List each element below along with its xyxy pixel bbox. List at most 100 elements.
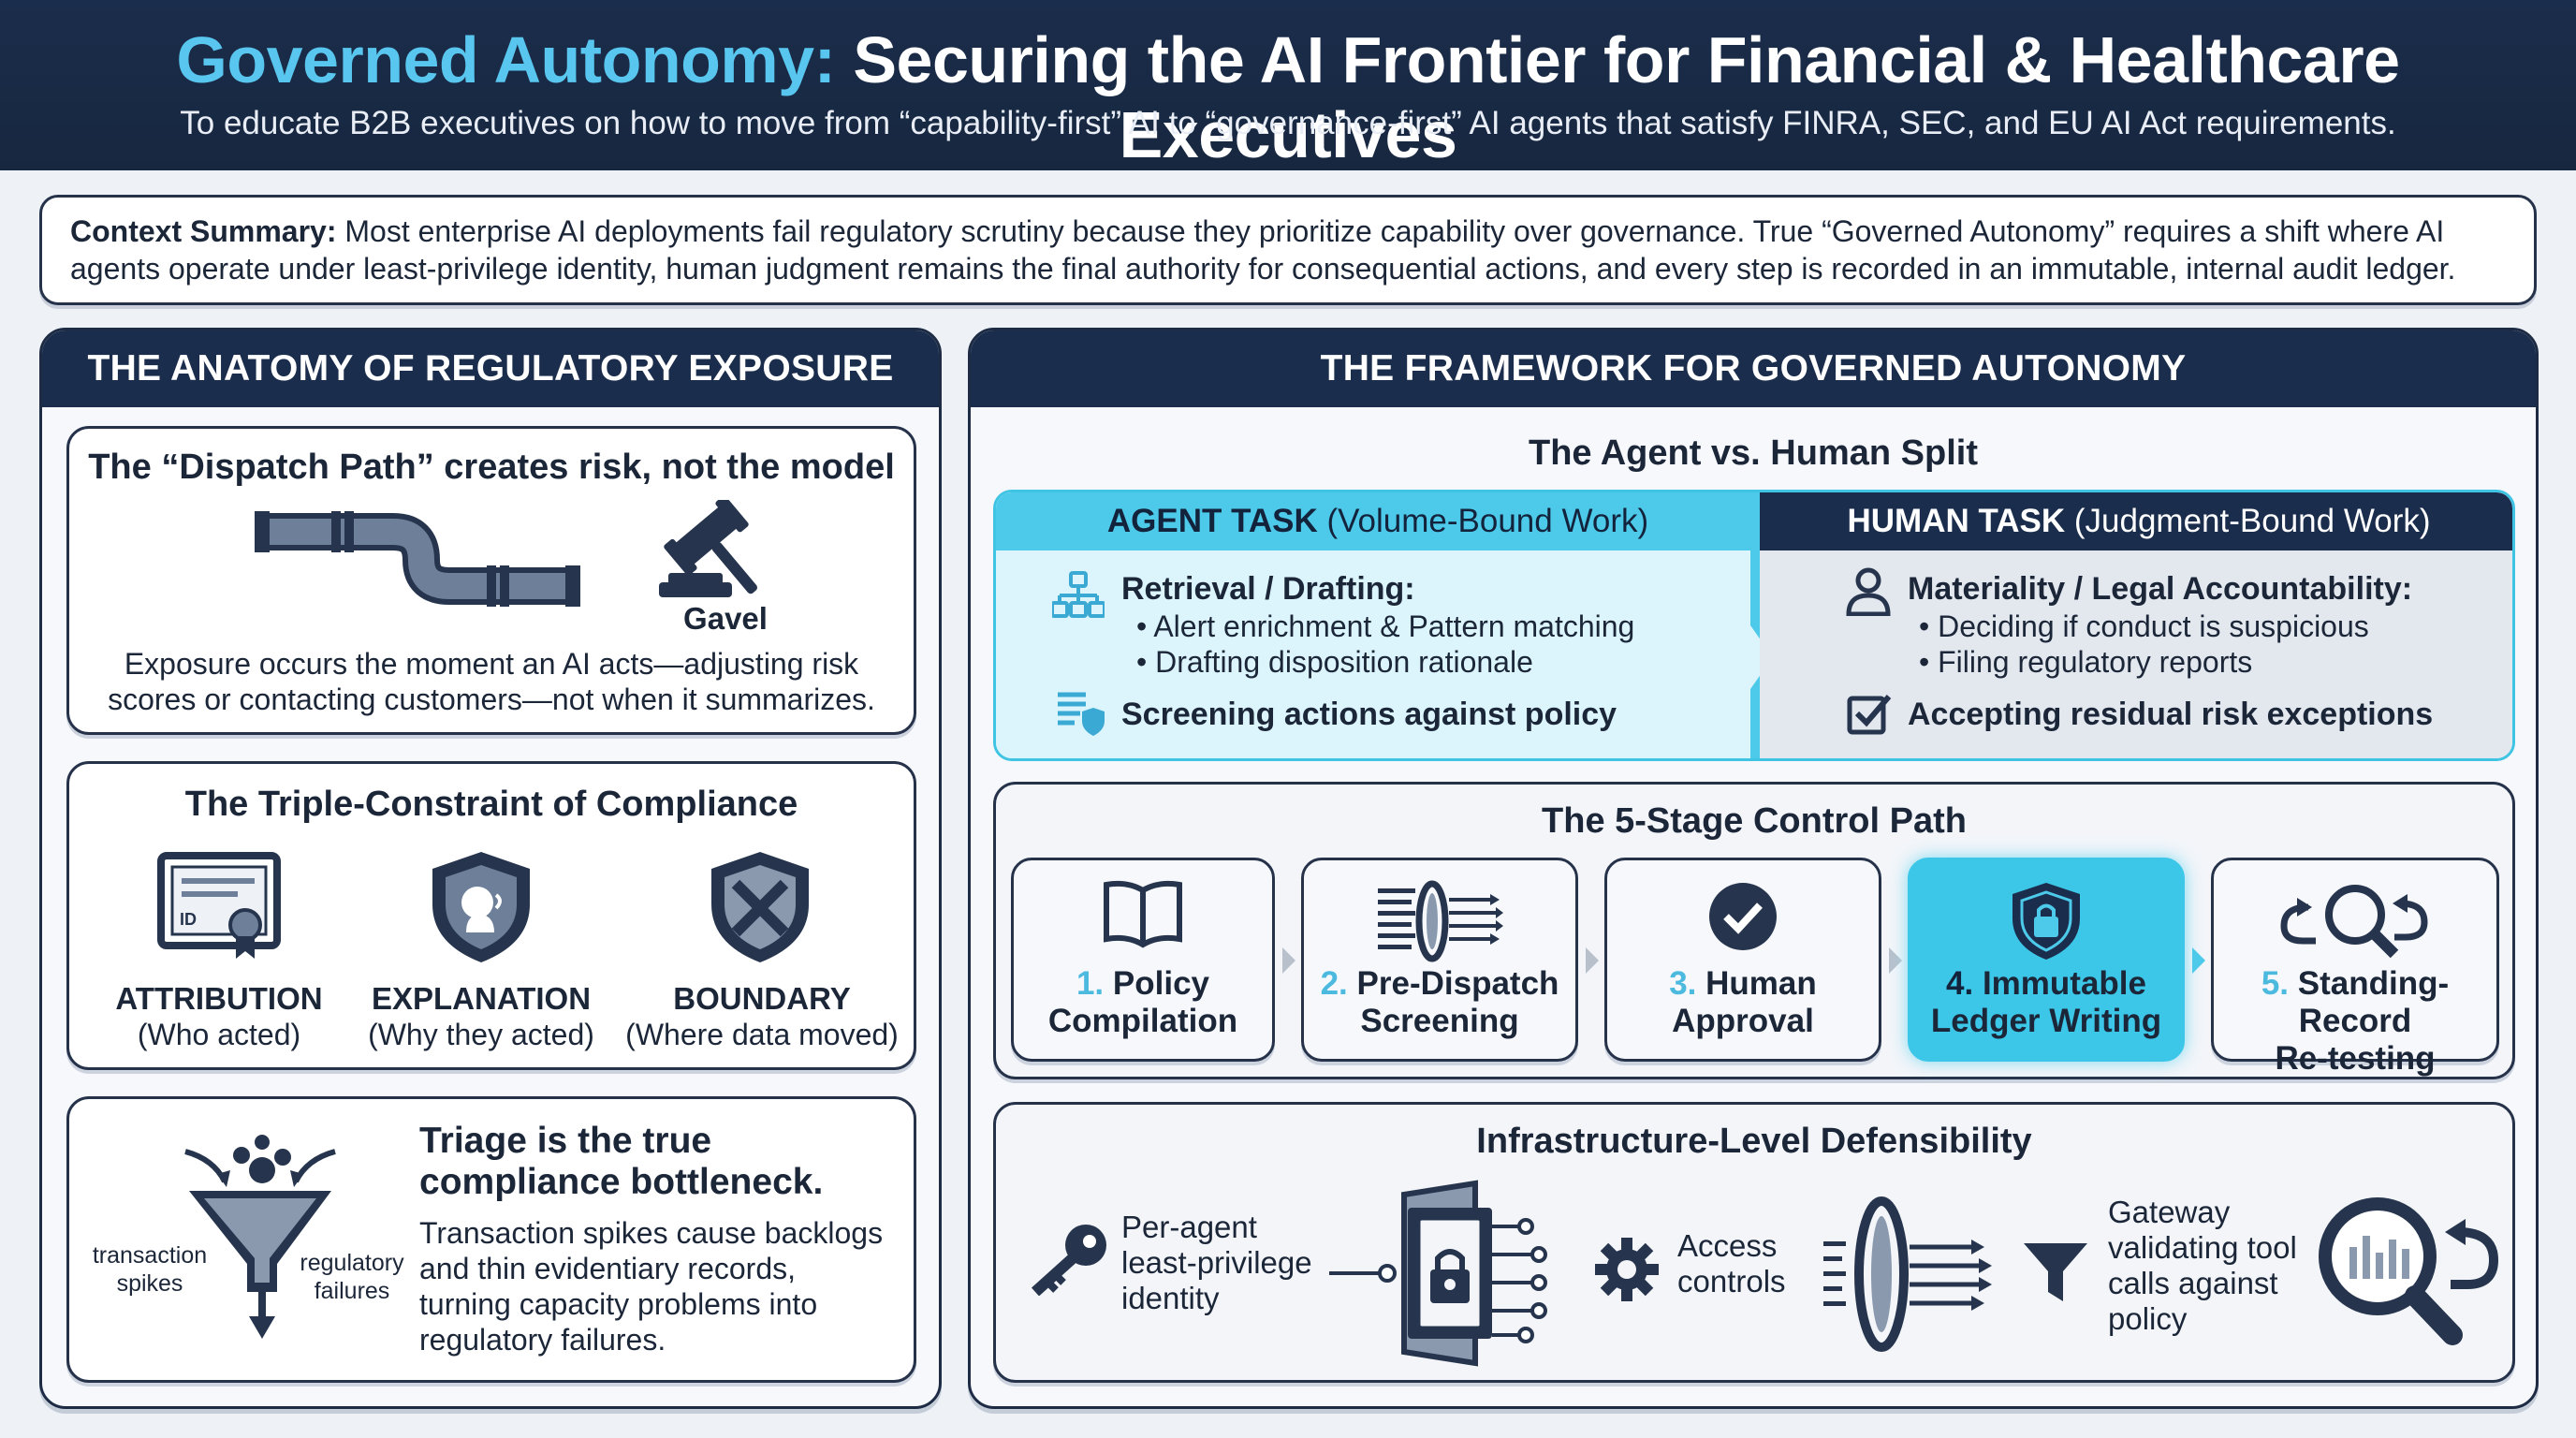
triage-label-right-1: regulatory bbox=[300, 1250, 404, 1276]
stage-1-num: 1. bbox=[1076, 965, 1105, 1002]
triage-title-2: compliance bottleneck. bbox=[419, 1162, 824, 1202]
dispatch-title: The “Dispatch Path” creates risk, not th… bbox=[88, 448, 895, 487]
certificate-id-text: ID bbox=[180, 910, 197, 929]
dispatch-body-1: Exposure occurs the moment an AI acts—ad… bbox=[124, 647, 859, 681]
pipe-icon bbox=[255, 511, 580, 607]
identity-line-2: least-privilege bbox=[1121, 1245, 1312, 1280]
attribution-sub: (Who acted) bbox=[137, 1018, 301, 1051]
human-bullet-1-text: Deciding if conduct is suspicious bbox=[1938, 609, 2369, 643]
left-panel-heading: THE ANATOMY OF REGULATORY EXPOSURE bbox=[42, 330, 939, 407]
page-title: Governed Autonomy: Securing the AI Front… bbox=[0, 22, 2576, 172]
funnel-filter-icon bbox=[2024, 1243, 2087, 1301]
stage-4-line2: Ledger Writing bbox=[1930, 1003, 2162, 1039]
shield-lock-icon bbox=[2012, 883, 2080, 960]
gear-icon bbox=[1595, 1238, 1659, 1301]
stage-chevron-3 bbox=[1889, 947, 1902, 974]
agent-task-heading: AGENT TASK (Volume-Bound Work) bbox=[996, 492, 1760, 550]
boundary-label: BOUNDARY bbox=[673, 981, 851, 1016]
filter-stream-icon bbox=[1823, 1196, 1992, 1352]
stage-3-line2: Approval bbox=[1672, 1003, 1814, 1039]
hierarchy-icon bbox=[1052, 571, 1105, 618]
explanation-sub: (Why they acted) bbox=[368, 1018, 594, 1051]
infrastructure-card: Infrastructure-Level Defensibility Per-a… bbox=[993, 1102, 2515, 1383]
stage-1-line1: Policy bbox=[1112, 965, 1210, 1002]
shield-head-icon bbox=[432, 852, 530, 962]
triage-label-right-2: failures bbox=[314, 1278, 390, 1304]
triple-constraint-card: The Triple-Constraint of Compliance ID A… bbox=[66, 761, 916, 1070]
human-bullet-1: • Deciding if conduct is suspicious bbox=[1919, 609, 2369, 643]
title-main: Securing the AI Frontier for Financial &… bbox=[835, 23, 2400, 171]
title-accent: Governed Autonomy: bbox=[176, 23, 836, 96]
filter-scan-icon bbox=[1378, 880, 1503, 962]
magnifier-cycle-icon bbox=[2280, 885, 2428, 959]
agent-human-split: AGENT TASK (Volume-Bound Work) Retrieval… bbox=[993, 490, 2515, 761]
agent-task-column: AGENT TASK (Volume-Bound Work) Retrieval… bbox=[996, 492, 1760, 758]
agent-bullet-1-text: Alert enrichment & Pattern matching bbox=[1153, 609, 1635, 643]
right-panel: THE FRAMEWORK FOR GOVERNED AUTONOMY The … bbox=[968, 328, 2539, 1409]
triage-label-left-2: spikes bbox=[116, 1270, 183, 1297]
human-bullet-2: • Filing regulatory reports bbox=[1919, 645, 2253, 679]
agent-head-bold: AGENT TASK bbox=[1106, 503, 1318, 539]
access-line-1: Access bbox=[1677, 1228, 1778, 1263]
boundary-sub: (Where data moved) bbox=[625, 1018, 899, 1051]
stage-4-line1: Immutable bbox=[1982, 965, 2146, 1002]
human-bullet-2-text: Filing regulatory reports bbox=[1938, 645, 2253, 679]
gateway-line-1: Gateway bbox=[2108, 1195, 2231, 1229]
gavel-label: Gavel bbox=[683, 601, 768, 636]
triage-label-left-1: transaction bbox=[92, 1242, 208, 1269]
gateway-line-2: validating tool bbox=[2108, 1230, 2297, 1265]
agent-item-1: Retrieval / Drafting: bbox=[1121, 571, 1415, 607]
human-item-2: Accepting residual risk exceptions bbox=[1908, 697, 2434, 732]
header-banner: Governed Autonomy: Securing the AI Front… bbox=[0, 0, 2576, 172]
human-item-1: Materiality / Legal Accountability: bbox=[1908, 571, 2413, 607]
attribution-label: ATTRIBUTION bbox=[115, 981, 323, 1016]
funnel-icon bbox=[184, 1135, 336, 1339]
infra-title: Infrastructure-Level Defensibility bbox=[1476, 1122, 2032, 1161]
agent-item-2: Screening actions against policy bbox=[1121, 697, 1617, 732]
agent-bullet-2: • Drafting disposition rationale bbox=[1136, 645, 1533, 679]
identity-line-3: identity bbox=[1121, 1281, 1220, 1315]
key-icon bbox=[1031, 1225, 1106, 1296]
check-circle-icon bbox=[1709, 883, 1777, 950]
gateway-line-4: policy bbox=[2108, 1301, 2188, 1336]
human-head-rest: (Judgment-Bound Work) bbox=[2065, 503, 2431, 539]
explanation-label: EXPLANATION bbox=[371, 981, 592, 1016]
stage-chevron-4 bbox=[2192, 947, 2205, 974]
context-summary: Context Summary: Most enterprise AI depl… bbox=[39, 195, 2537, 305]
triage-card: transaction spikes regulatory failures T… bbox=[66, 1096, 916, 1383]
stage-chevron-2 bbox=[1586, 947, 1599, 974]
access-line-2: controls bbox=[1677, 1264, 1786, 1299]
stage-4-num: 4. bbox=[1946, 965, 1974, 1002]
context-text: Most enterprise AI deployments fail regu… bbox=[70, 214, 2456, 286]
agent-head-rest: (Volume-Bound Work) bbox=[1317, 503, 1649, 539]
stage-5-line2: Re-testing bbox=[2275, 1040, 2436, 1077]
document-shield-icon bbox=[1058, 692, 1105, 736]
split-title: The Agent vs. Human Split bbox=[1529, 433, 1978, 473]
left-panel: THE ANATOMY OF REGULATORY EXPOSURE The “… bbox=[39, 328, 942, 1409]
vault-network-icon bbox=[1329, 1180, 1547, 1367]
stage-2-num: 2. bbox=[1320, 965, 1348, 1002]
triage-title-1: Triage is the true bbox=[419, 1121, 712, 1161]
triage-body-3: turning capacity problems into bbox=[419, 1287, 818, 1321]
stage-1-line2: Compilation bbox=[1047, 1003, 1238, 1039]
human-task-column: HUMAN TASK (Judgment-Bound Work) Materia… bbox=[1760, 492, 2512, 758]
human-head-bold: HUMAN TASK bbox=[1847, 503, 2066, 539]
magnifier-chart-icon bbox=[2319, 1197, 2499, 1345]
triage-body-4: regulatory failures. bbox=[419, 1323, 666, 1357]
stage-3-line1: Human bbox=[1705, 965, 1817, 1002]
stage-3-num: 3. bbox=[1669, 965, 1697, 1002]
triple-title: The Triple-Constraint of Compliance bbox=[184, 785, 798, 824]
triage-body-1: Transaction spikes cause backlogs bbox=[419, 1216, 884, 1250]
